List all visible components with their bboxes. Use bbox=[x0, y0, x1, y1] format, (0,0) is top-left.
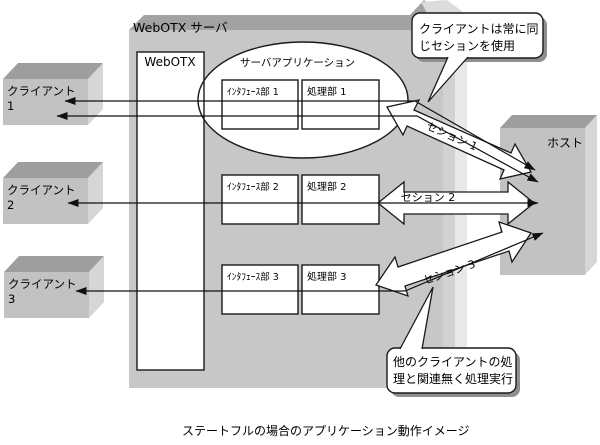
client2-number: 2 bbox=[7, 198, 14, 212]
interface3-label: ｲﾝﾀﾌｪｰｽ部 3 bbox=[227, 271, 279, 283]
host-side bbox=[585, 115, 597, 275]
callout-top: クライアントは常に同 じセションを使用 bbox=[411, 12, 547, 103]
diagram-caption: ステートフルの場合のアプリケーション動作イメージ bbox=[182, 423, 470, 438]
client1-label: クライアント bbox=[7, 84, 76, 98]
callout-bottom-bubble bbox=[386, 347, 517, 394]
webotx-rect bbox=[136, 51, 205, 371]
host-top bbox=[500, 115, 597, 128]
callout-top-bubble bbox=[411, 12, 544, 59]
client2-top bbox=[3, 162, 103, 178]
client3-label: クライアント bbox=[8, 277, 77, 291]
client3-line bbox=[75, 232, 544, 295]
webotx-label: WebOTX bbox=[144, 55, 195, 69]
client-box-3: クライアント 3 bbox=[4, 256, 104, 318]
server-title: WebOTX サーバ bbox=[133, 20, 228, 35]
host-label: ホスト bbox=[547, 136, 583, 150]
callout-bottom-tail bbox=[399, 286, 434, 350]
client1-line-b bbox=[56, 112, 539, 183]
processor3-label: 処理部 3 bbox=[307, 270, 347, 283]
client3-front bbox=[4, 272, 89, 318]
session2-label: セション 2 bbox=[401, 191, 456, 204]
callout-bottom-line1: 他のクライアントの処 bbox=[393, 355, 513, 369]
interface1-label: ｲﾝﾀﾌｪｰｽ部 1 bbox=[227, 86, 279, 98]
processor2-label: 処理部 2 bbox=[307, 180, 347, 193]
processor1-label: 処理部 1 bbox=[307, 85, 347, 98]
client1-top bbox=[3, 63, 103, 79]
webotx-container: WebOTX bbox=[136, 51, 205, 371]
client2-label: クライアント bbox=[7, 183, 76, 197]
server-application-label: サーバアプリケーション bbox=[240, 57, 355, 69]
client-box-2: クライアント 2 bbox=[3, 162, 103, 224]
request-lines bbox=[56, 97, 544, 295]
server-top-face bbox=[129, 0, 443, 30]
callout-top-line1: クライアントは常に同 bbox=[419, 22, 539, 36]
callout-bottom-line2: 理と関連無く処理実行 bbox=[393, 371, 513, 386]
server-corner-face bbox=[421, 0, 467, 15]
interface2-label: ｲﾝﾀﾌｪｰｽ部 2 bbox=[227, 181, 279, 193]
client3-number: 3 bbox=[8, 292, 15, 306]
client3-top bbox=[4, 256, 104, 272]
callout-bottom: 他のクライアントの処 理と関連無く処理実行 bbox=[386, 286, 520, 397]
callout-top-tail bbox=[427, 56, 469, 103]
client1-number: 1 bbox=[7, 99, 14, 113]
callout-top-line2: じセションを使用 bbox=[419, 38, 515, 53]
